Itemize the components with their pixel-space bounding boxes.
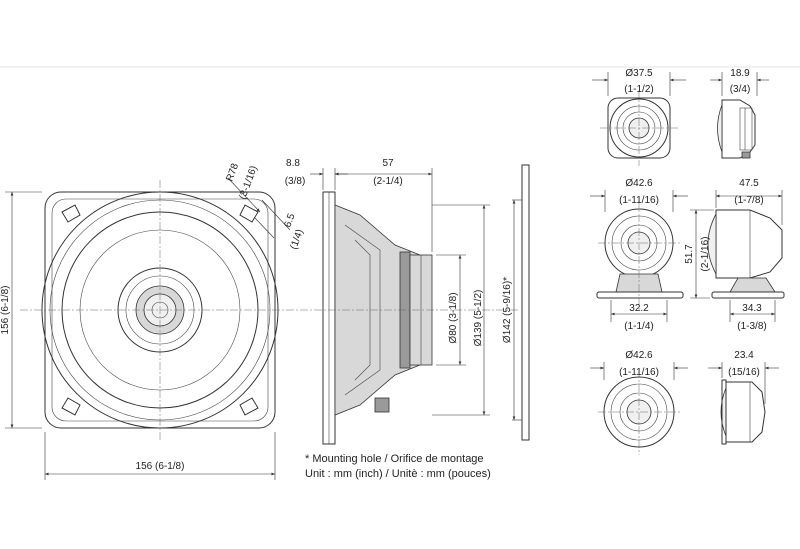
mounting-diameter-label: Ø142 (5-9/16)*	[502, 277, 513, 343]
tweeter-flush-side	[708, 362, 779, 445]
mounting-hole-note: * Mounting hole / Orifice de montage	[305, 453, 484, 465]
tweeter-flush-diameter-1: Ø42.6	[625, 350, 653, 361]
tweeter-stand-height-2: (2-1/16)	[700, 236, 711, 271]
flange-label-2: (3/8)	[285, 176, 306, 187]
radius-label-2: (3-1/16)	[237, 164, 259, 201]
tweeter-stand-depth-2: (1-7/8)	[734, 195, 763, 206]
tweeter-stand-front	[590, 190, 688, 322]
tweeter-stand-base-depth-2: (1-3/8)	[737, 321, 766, 332]
tweeter-stand-base-width-2: (1-1/4)	[624, 321, 653, 332]
hole-label-2: (1/4)	[288, 228, 305, 251]
flange-label-1: 8.8	[286, 158, 300, 169]
radius-label-1: R78	[224, 162, 241, 183]
tweeter-flush-depth-2: (15/16)	[728, 367, 760, 378]
depth-label-1: 57	[382, 158, 394, 169]
tweeter-flush-diameter-2: (1-11/16)	[619, 367, 659, 378]
magnet-diameter-label: Ø80 (3-1/8)	[448, 292, 459, 343]
unit-note: Unit : mm (inch) / Unitè : mm (pouces)	[305, 468, 491, 480]
tweeter-stand-depth-1: 47.5	[739, 178, 759, 189]
tweeter-flush-front	[590, 362, 688, 455]
tweeter-top-diameter-1: Ø37.5	[625, 68, 653, 79]
tweeter-stand-base-width-1: 32.2	[629, 303, 649, 314]
tweeter-stand-diameter-1: Ø42.6	[625, 178, 653, 189]
tweeter-stand-diameter-2: (1-11/16)	[619, 195, 659, 206]
tweeter-top-diameter-2: (1-1/2)	[624, 84, 653, 95]
tweeter-flush-depth-1: 23.4	[734, 350, 754, 361]
tweeter-stand-base-depth-1: 34.3	[742, 303, 762, 314]
tweeter-top-front	[592, 72, 686, 166]
tweeter-stand-side	[690, 190, 785, 322]
tweeter-top-side	[710, 72, 769, 159]
tweeter-top-depth-1: 18.9	[730, 68, 750, 79]
tweeter-top-depth-2: (3/4)	[730, 84, 751, 95]
hole-label-1: 6.5	[282, 212, 297, 229]
tweeter-stand-height-1: 51.7	[684, 244, 695, 264]
depth-label-2: (2-1/4)	[373, 176, 402, 187]
front-view	[5, 177, 300, 480]
basket-diameter-label: Ø139 (5-1/2)	[473, 290, 484, 347]
front-width-label: 156 (6-1/8)	[136, 461, 185, 472]
side-view	[300, 164, 530, 445]
front-height-label: 156 (6-1/8)	[0, 286, 11, 335]
